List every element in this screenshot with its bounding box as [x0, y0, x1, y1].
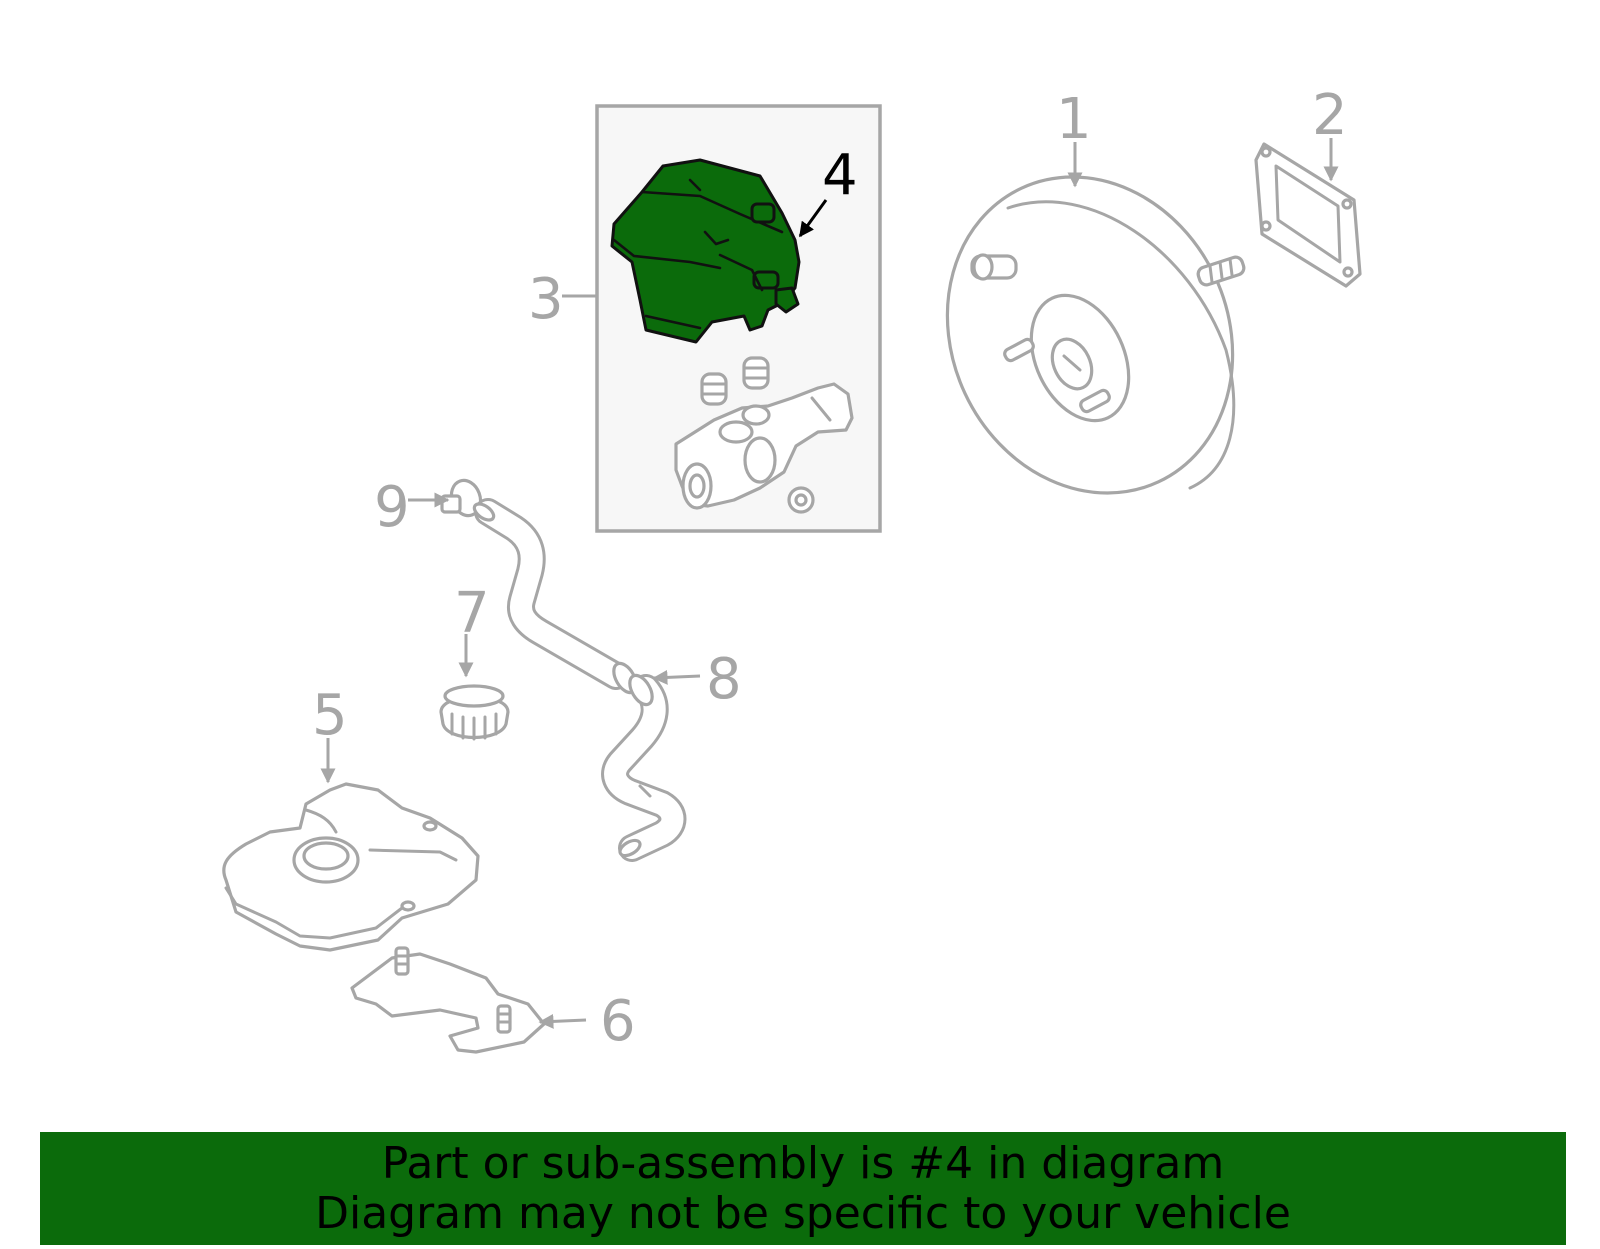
nut	[787, 486, 815, 514]
part-6-bracket	[350, 946, 546, 1054]
booster-pushrod	[970, 253, 1018, 281]
callout-3[interactable]: 3	[528, 267, 564, 332]
part-8-hose	[472, 498, 687, 862]
banner-line-1: Part or sub-assembly is #4 in diagram	[381, 1137, 1225, 1189]
callout-2[interactable]: 2	[1312, 83, 1348, 148]
leader-4	[798, 199, 828, 238]
part-4-reservoir-highlighted[interactable]	[610, 158, 801, 344]
booster-stud-left	[1003, 337, 1035, 363]
grommet-right	[742, 356, 770, 390]
info-banner: Part or sub-assembly is #4 in diagram Di…	[40, 1132, 1566, 1245]
master-cylinder-body	[674, 382, 854, 510]
leader-8	[652, 669, 701, 685]
booster-stud-right	[1079, 388, 1111, 414]
grommet-left	[700, 372, 728, 406]
callout-9[interactable]: 9	[374, 475, 410, 540]
banner-line-2: Diagram may not be specific to your vehi…	[315, 1187, 1291, 1239]
callout-8[interactable]: 8	[706, 647, 742, 712]
callout-1[interactable]: 1	[1056, 87, 1092, 152]
callout-4[interactable]: 4	[822, 143, 858, 208]
callout-6[interactable]: 6	[600, 989, 636, 1054]
callout-5[interactable]: 5	[312, 683, 348, 748]
leader-6	[538, 1013, 587, 1029]
booster-rear-stud	[1196, 255, 1246, 287]
callout-7[interactable]: 7	[454, 581, 490, 646]
part-5-reservoir-tank	[222, 782, 480, 952]
part-7-cap	[439, 684, 510, 741]
part-1-brake-booster	[945, 175, 1246, 495]
part-2-gasket	[1254, 142, 1362, 288]
